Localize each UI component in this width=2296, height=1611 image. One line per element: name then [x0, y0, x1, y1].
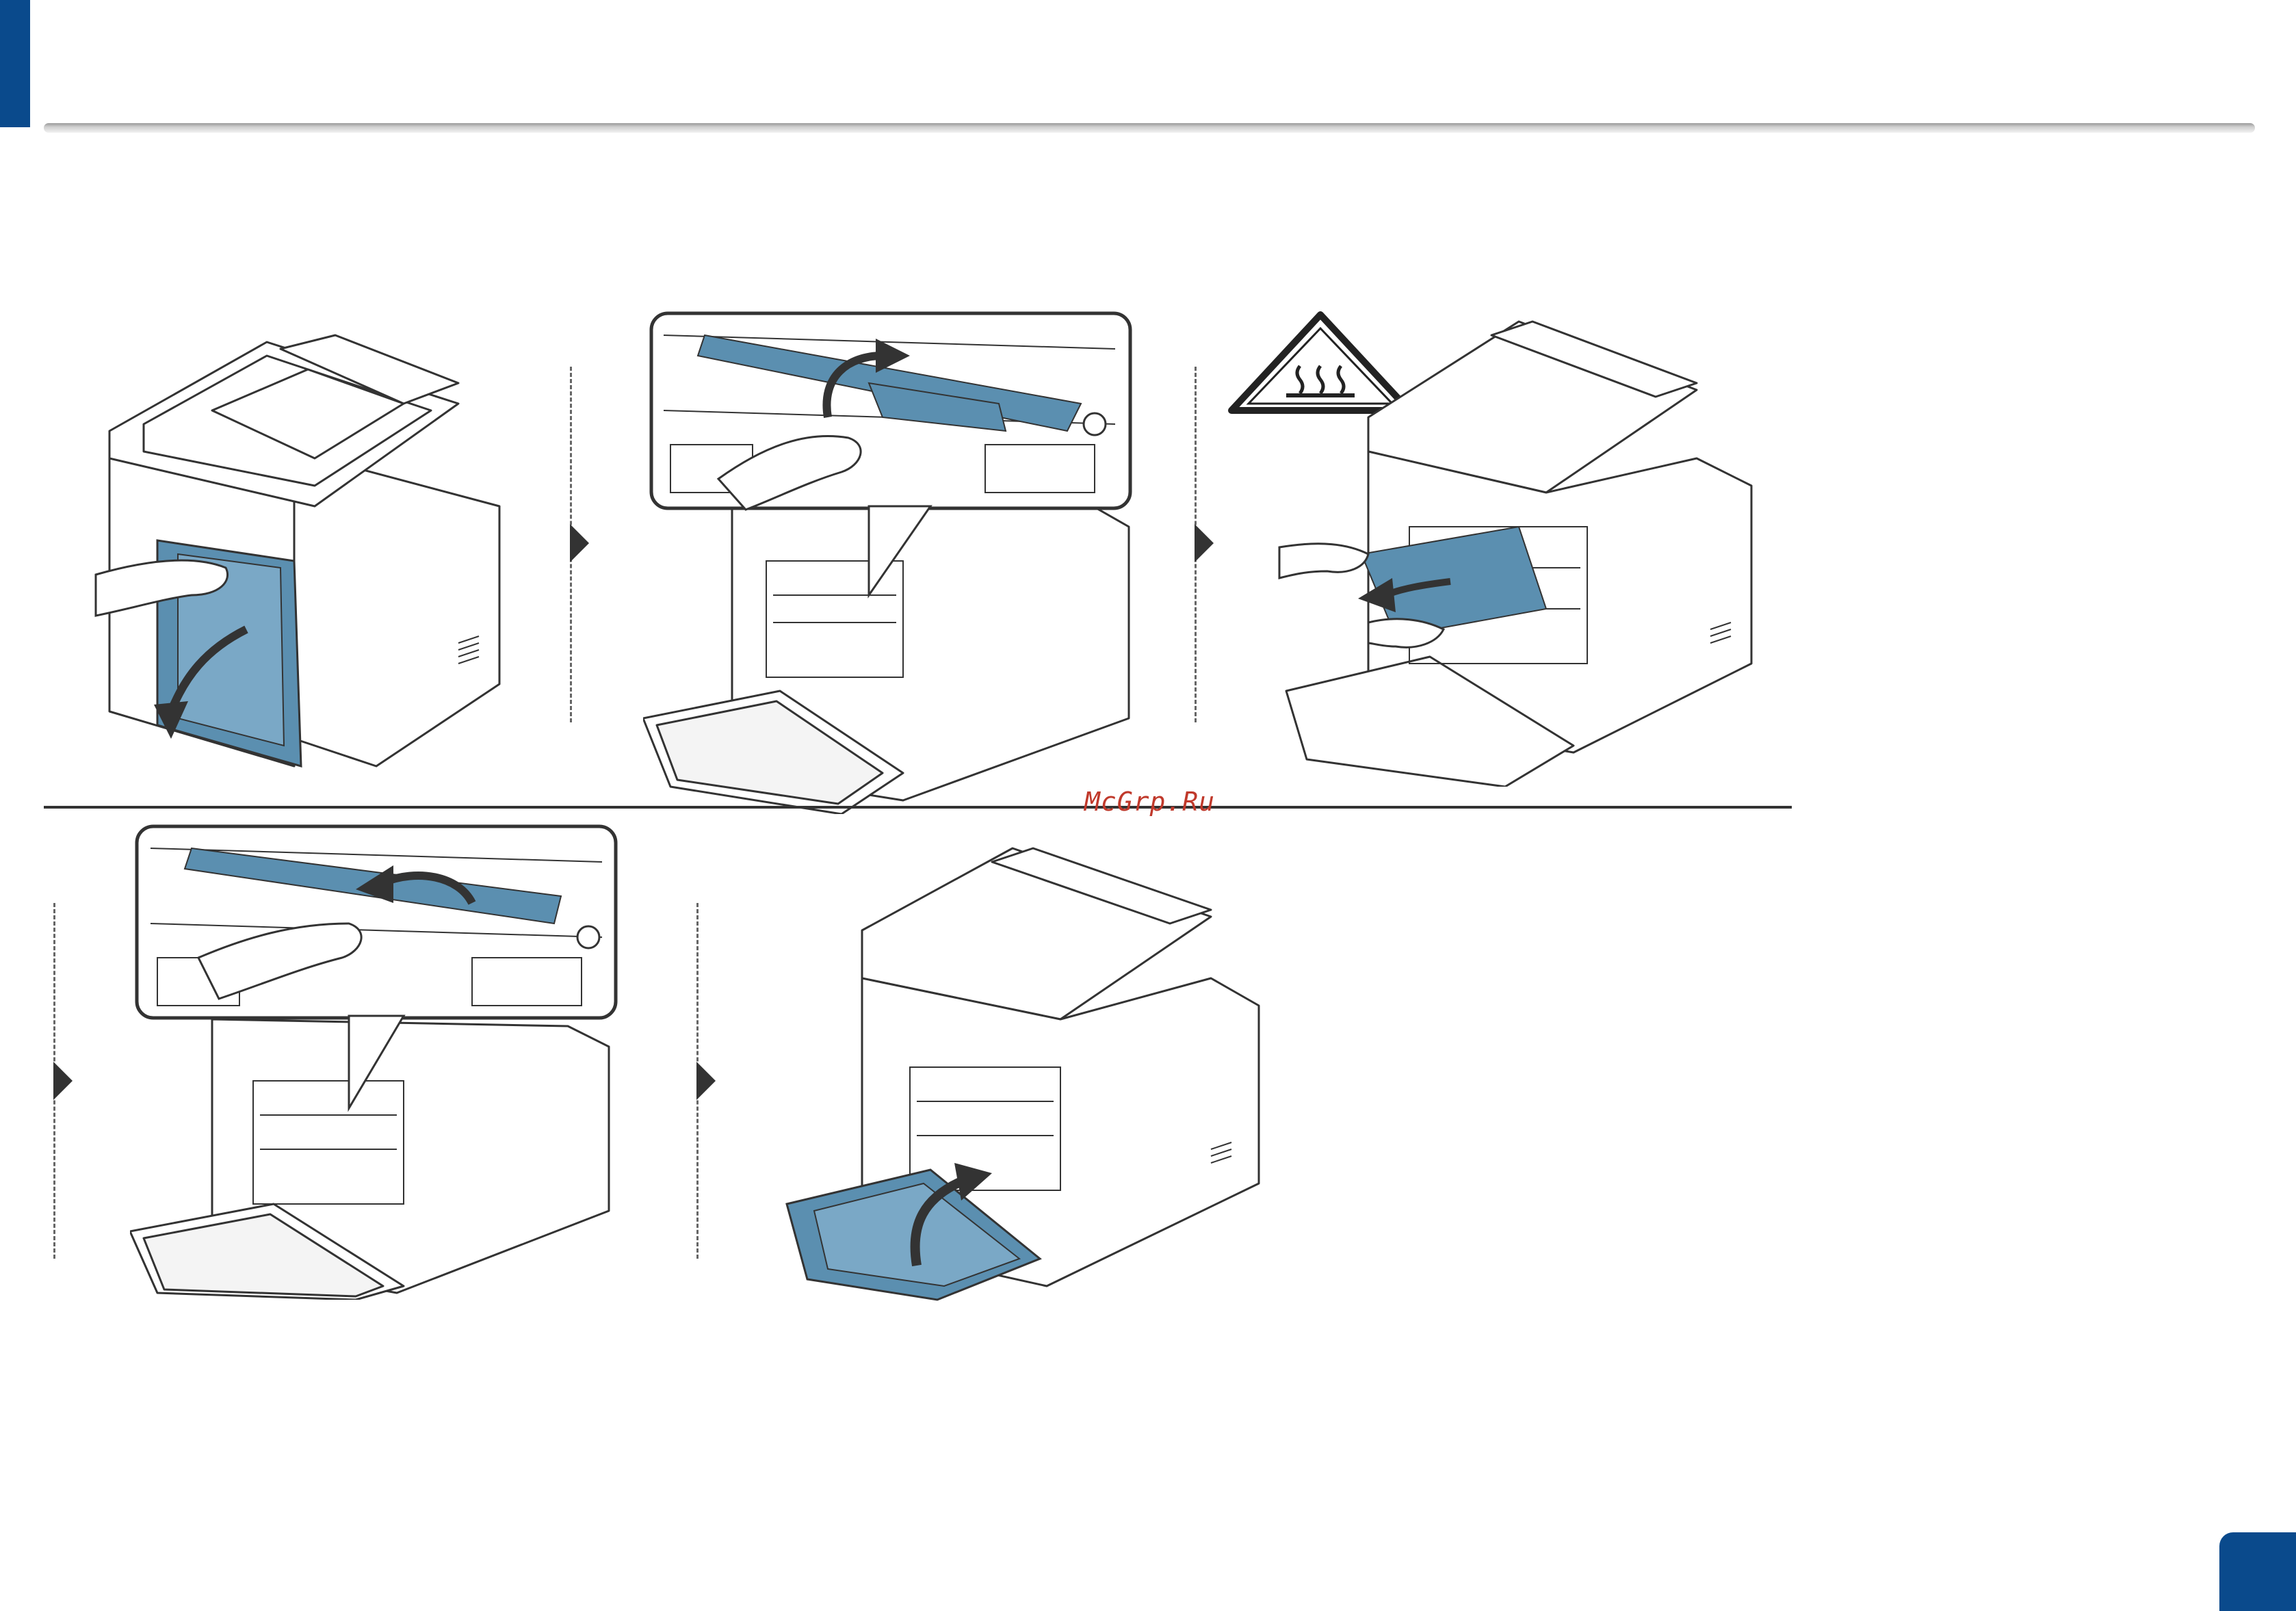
page-number-badge: [2219, 1532, 2296, 1611]
step-3-illustration: [1218, 308, 1779, 787]
step-5-illustration: [773, 841, 1266, 1313]
step-arrow-4: [53, 1062, 73, 1100]
header-rule: [44, 123, 2255, 133]
step-4-illustration: [130, 821, 623, 1300]
step-1-illustration: [89, 328, 513, 780]
header-corner-tab: [0, 0, 30, 127]
step-arrow-5: [696, 1062, 716, 1100]
step-arrow-2: [570, 524, 589, 562]
step-arrow-3: [1195, 524, 1214, 562]
step-2-illustration: [643, 308, 1136, 814]
row-divider: [44, 806, 1792, 809]
hot-surface-icon: [1231, 315, 1409, 410]
watermark-text: McGrp.Ru: [1084, 787, 1215, 817]
